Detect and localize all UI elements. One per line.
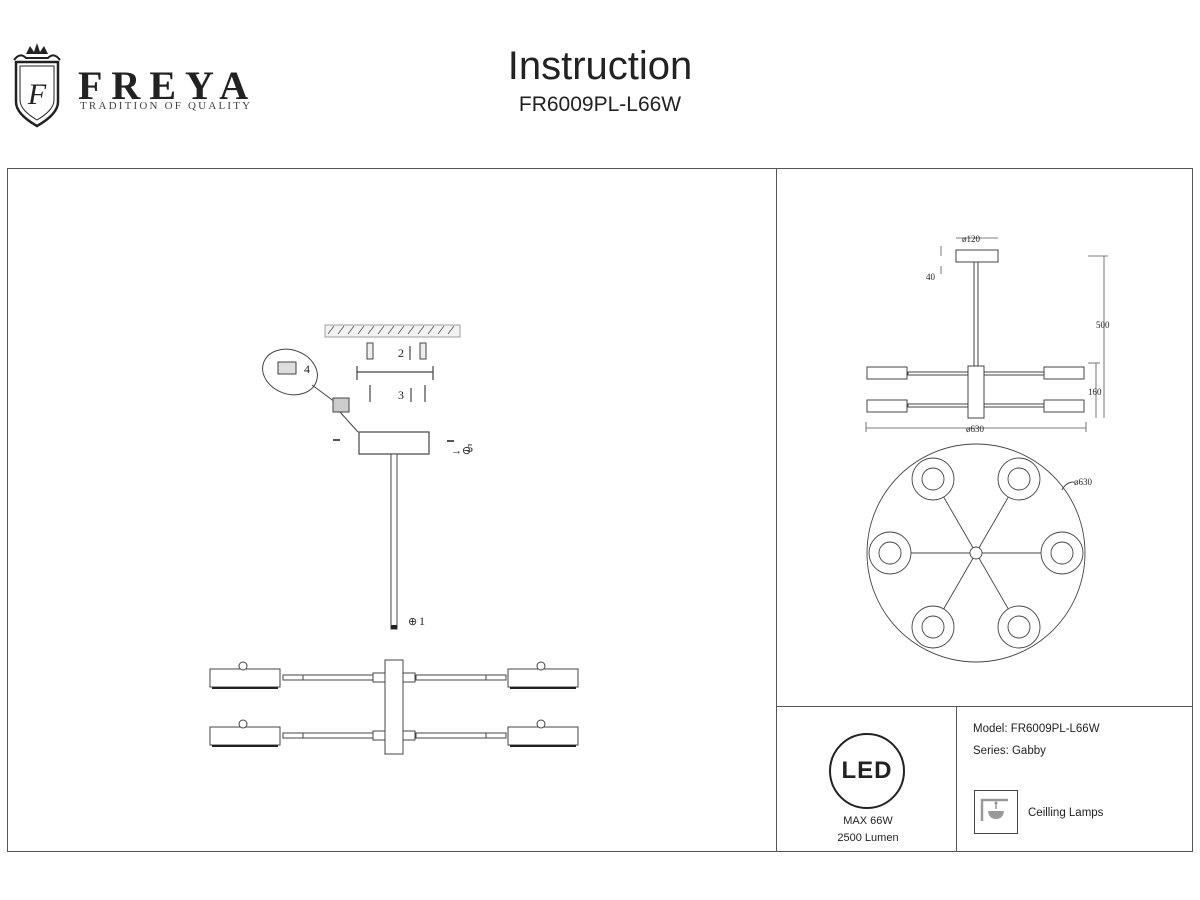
brand-tagline: TRADITION OF QUALITY — [80, 100, 253, 112]
svg-text:⊕: ⊕ — [408, 616, 417, 628]
suspension-rod — [390, 453, 398, 630]
ceiling-hatch — [324, 324, 461, 338]
frame-divider — [956, 706, 957, 852]
brand-logo: F FREYA TRADITION OF QUALITY — [6, 40, 276, 130]
dim-canopy-diameter: ø120 — [962, 234, 981, 244]
crest-icon: F — [13, 43, 61, 128]
svg-text:F: F — [27, 78, 47, 111]
led-badge: LED — [829, 733, 905, 809]
fixture-front-view — [209, 659, 579, 755]
step-label-4: 4 — [304, 362, 310, 376]
frame-divider — [776, 168, 777, 852]
product-type-label: Ceilling Lamps — [1028, 807, 1104, 819]
dim-total-height: 500 — [1096, 320, 1110, 330]
step-label-3: 3 — [398, 388, 404, 402]
max-power: MAX 66W — [843, 815, 893, 827]
series-label: Series: Gabby — [973, 745, 1046, 757]
canopy-side — [955, 249, 999, 263]
dim-canopy-height: 40 — [926, 272, 936, 282]
dim-overall-diameter-side: ø630 — [966, 424, 985, 434]
mounting-bracket — [356, 366, 434, 402]
dimension-drawing: ø120 40 500 160 ø630 ø630 — [865, 234, 1110, 663]
step-label-1: 1 — [419, 614, 425, 628]
svg-text:→⊖: →⊖ — [451, 445, 471, 457]
brand-name: FREYA — [78, 63, 258, 108]
page-title: Instruction — [507, 44, 693, 88]
assembly-diagram: 2 3 4 →⊖ 5 ⊕ 1 — [209, 324, 579, 755]
connector-detail — [262, 348, 359, 433]
wall-anchor — [366, 342, 427, 360]
ceiling-lamp-icon — [974, 790, 1018, 834]
canopy — [358, 431, 430, 455]
step-label-5: 5 — [467, 441, 473, 455]
dim-arm-spacing: 160 — [1088, 387, 1102, 397]
step-label-2: 2 — [398, 346, 404, 360]
frame-divider — [776, 706, 1193, 707]
model-code: FR6009PL-L66W — [518, 93, 682, 116]
drawing-frame — [7, 168, 1193, 852]
dim-overall-diameter-top: ø630 — [1074, 477, 1093, 487]
lumen-output: 2500 Lumen — [837, 832, 899, 844]
fixture-top-view — [866, 443, 1086, 663]
model-label: Model: FR6009PL-L66W — [973, 723, 1100, 735]
